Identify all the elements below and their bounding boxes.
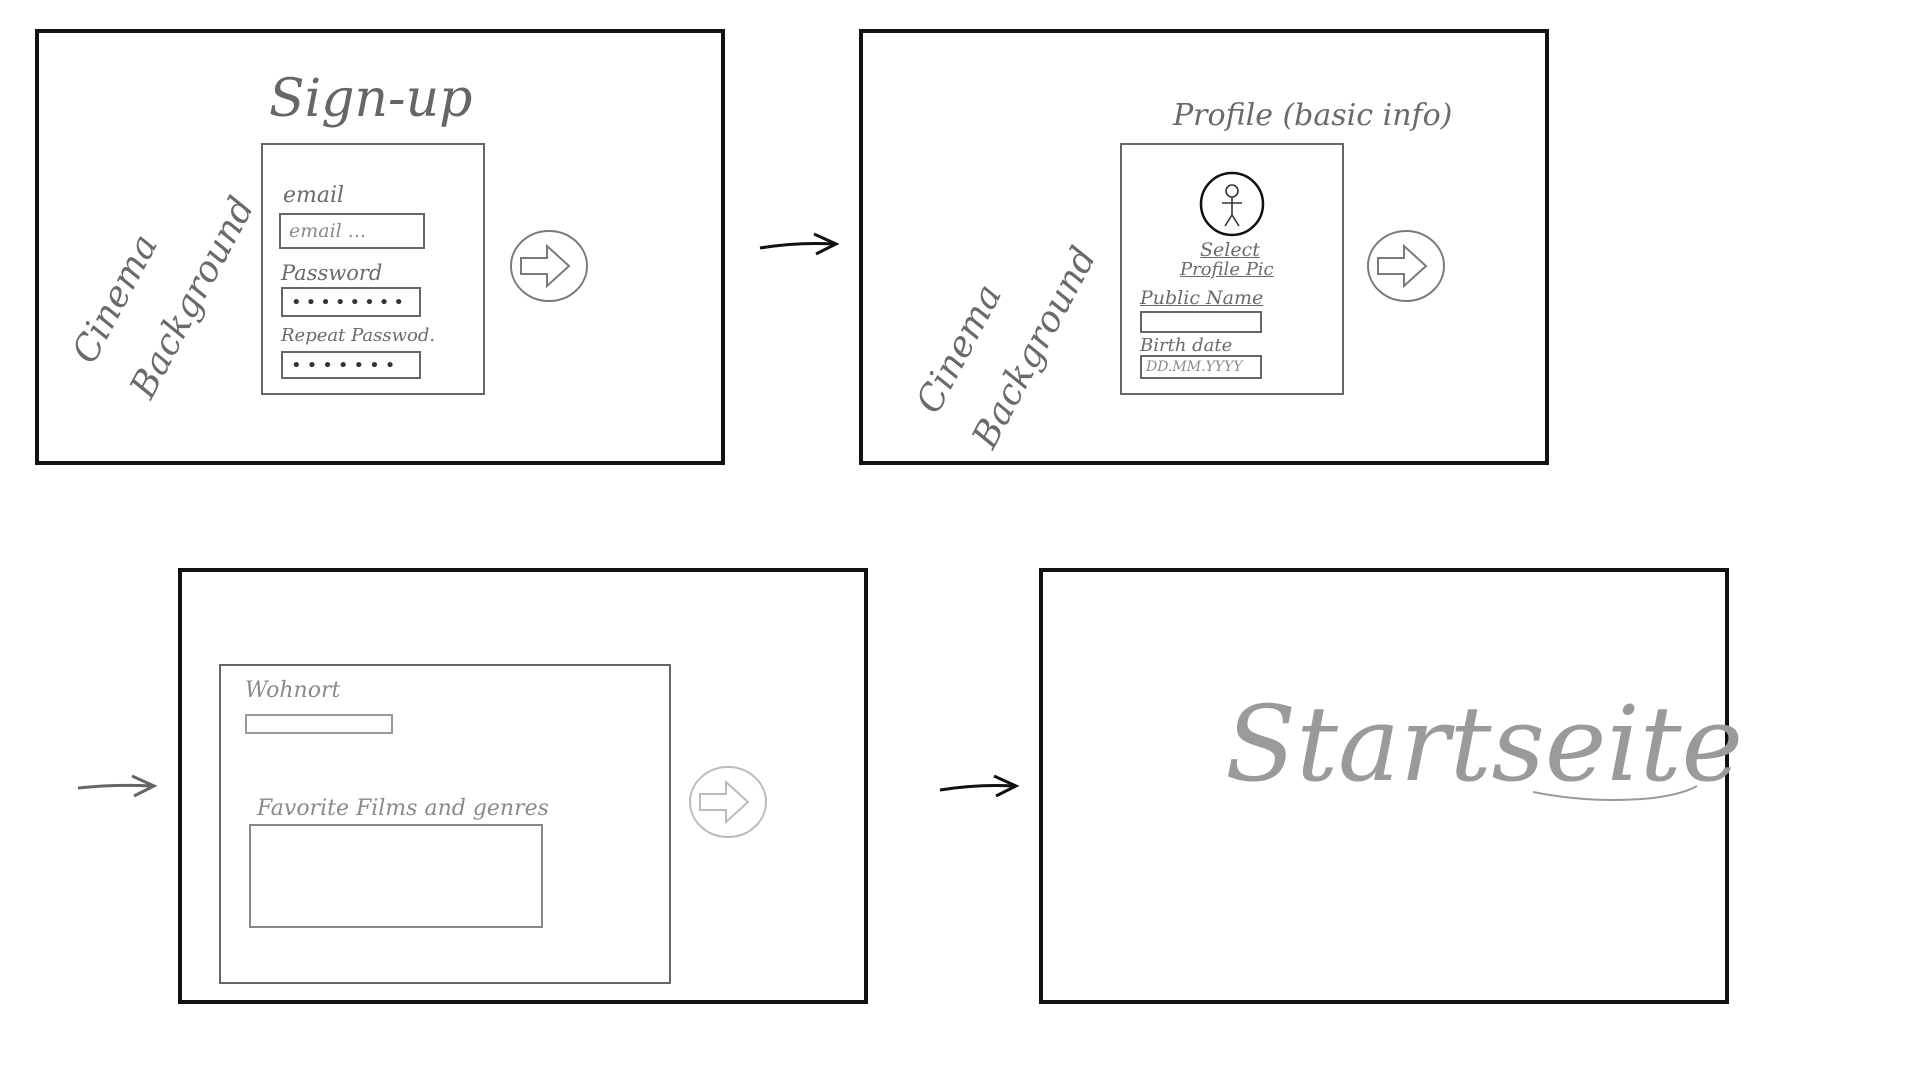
profile-title: Profile (basic info): [1173, 98, 1453, 133]
profile-picture-avatar[interactable]: [1198, 171, 1266, 237]
background-note-background: Background: [122, 190, 263, 405]
select-profile-pic-link[interactable]: Select: [1200, 239, 1260, 261]
flow-arrow-icon: [77, 774, 158, 798]
password-label: Password: [281, 261, 383, 285]
email-label: email: [283, 183, 345, 208]
home-screen: Startseite: [1039, 568, 1743, 1004]
next-button[interactable]: [686, 764, 770, 840]
arrow-right-icon: [1367, 230, 1445, 302]
location-label: Wohnort: [245, 678, 341, 703]
public-name-label: Public Name: [1140, 287, 1264, 309]
arrow-right-icon: [689, 766, 767, 838]
signup-title: Sign-up: [269, 69, 473, 129]
flow-arrow-icon: [939, 774, 1020, 798]
public-name-field[interactable]: [1140, 311, 1262, 333]
profile-form-panel: Select Profile Pic Public Name Birth dat…: [1120, 143, 1344, 395]
person-icon: [1222, 184, 1242, 227]
next-button[interactable]: [1364, 228, 1448, 304]
birth-date-field[interactable]: DD.MM.YYYY: [1140, 355, 1262, 379]
repeat-password-field[interactable]: •••••••: [281, 351, 421, 379]
next-button[interactable]: [507, 228, 591, 304]
select-profile-pic-link-line2[interactable]: Profile Pic: [1180, 259, 1274, 280]
birth-date-label: Birth date: [1140, 335, 1233, 356]
location-field[interactable]: [245, 714, 393, 734]
home-title-flourish: [1533, 785, 1698, 801]
favorites-label: Favorite Films and genres: [257, 796, 549, 821]
home-title: Startseite: [1225, 683, 1744, 805]
arrow-right-icon: [510, 230, 588, 302]
signup-screen: Sign-up Cinema Background email email ..…: [35, 29, 725, 465]
repeat-password-label: Repeat Passwod.: [281, 325, 436, 346]
preferences-screen: Wohnort Favorite Films and genres: [178, 568, 868, 1004]
profile-screen: Profile (basic info) Cinema Background S…: [859, 29, 1549, 465]
background-note-background: Background: [964, 240, 1105, 455]
signup-form-panel: email email ... Password •••••••• Repeat…: [261, 143, 485, 395]
preferences-form-panel: Wohnort Favorite Films and genres: [219, 664, 671, 984]
favorites-textarea[interactable]: [249, 824, 543, 928]
password-field[interactable]: ••••••••: [281, 287, 421, 317]
flow-arrow-icon: [759, 232, 840, 256]
email-field[interactable]: email ...: [279, 213, 425, 249]
